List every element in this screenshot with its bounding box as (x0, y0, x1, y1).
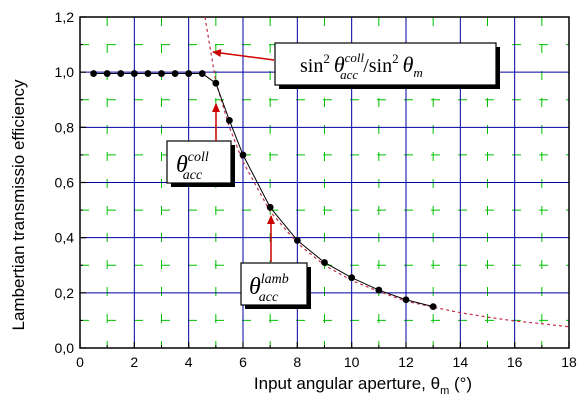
data-point (348, 274, 356, 282)
series-layer (90, 16, 570, 328)
data-point (266, 203, 274, 211)
x-tick-label: 6 (239, 354, 247, 370)
data-point (198, 70, 206, 77)
x-tick-label: 4 (185, 354, 193, 370)
data-point (226, 117, 233, 124)
data-point (130, 70, 138, 77)
data-point (402, 296, 410, 304)
formula-box (274, 42, 497, 86)
x-tick-label: 16 (507, 354, 523, 370)
data-point (293, 237, 301, 244)
formula-arrow (212, 49, 275, 61)
x-tick-label: 12 (398, 354, 414, 370)
data-point (212, 79, 220, 87)
x-tick-label: 14 (453, 354, 469, 370)
y-tick-label: 1,2 (55, 9, 75, 25)
data-point (90, 70, 97, 77)
theta-coll-box (166, 140, 232, 184)
x-tick-label: 10 (344, 354, 360, 370)
theta-lamb-box (240, 262, 308, 306)
x-axis-title-unit: (°) (449, 374, 472, 393)
data-point (103, 70, 111, 77)
y-tick-label: 0,4 (55, 230, 75, 246)
axis-ticks (79, 16, 570, 349)
x-tick-label: 8 (293, 354, 301, 370)
x-tick-label: 0 (76, 354, 84, 370)
tick-labels: 0 2 4 6 8 10 12 14 16 18 0,0 0,2 0,4 0,6 0,8 1,0 1,2 (55, 9, 577, 370)
y-tick-label: 0,2 (55, 285, 75, 301)
data-point (171, 70, 179, 77)
y-tick-label: 1,0 (55, 64, 75, 80)
y-tick-label: 0,8 (55, 119, 75, 135)
data-point (429, 303, 437, 311)
data-point (185, 70, 193, 77)
x-axis-title-subscript: m (440, 385, 449, 397)
x-axis-title: Input angular aperture, θm (°) (254, 374, 472, 397)
x-tick-label: 18 (561, 354, 577, 370)
data-point (144, 70, 152, 77)
data-point (158, 70, 165, 77)
y-tick-label: 0,0 (55, 340, 75, 356)
y-tick-label: 0,6 (55, 175, 75, 191)
x-axis-title-main: Input angular aperture, θ (254, 374, 440, 393)
x-tick-label: 2 (130, 354, 138, 370)
data-point (375, 286, 383, 294)
data-point (239, 151, 247, 159)
data-point (117, 70, 125, 77)
analytic-curve (204, 16, 570, 328)
y-axis-title: Lambertian transmissio efficiency (9, 79, 28, 331)
data-point (321, 259, 328, 266)
